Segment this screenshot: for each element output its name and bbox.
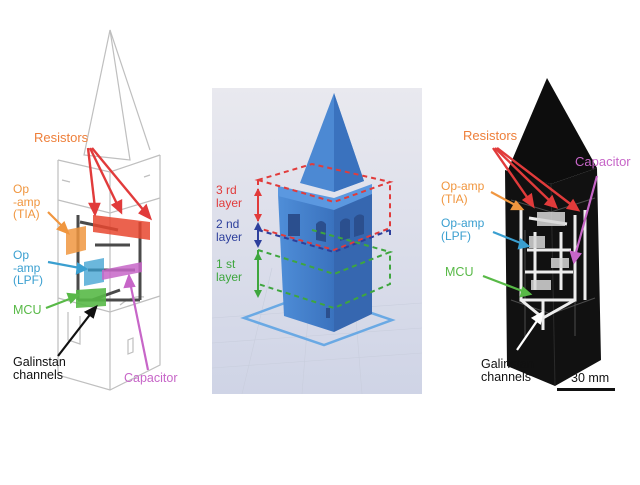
layer3-label: 3 rd layer [216, 183, 243, 210]
ct-scan-drawing [482, 78, 601, 387]
layer1-label: 1 st layer [216, 257, 243, 284]
mcu-label: MCU [13, 303, 42, 317]
scale-label: 30 mm [571, 371, 610, 385]
ct-galinstan-label: Galinstan channels [481, 357, 534, 384]
right-panel-ct-scan: Resistors Capacitor Op-amp (TIA) Op-amp … [425, 0, 640, 480]
ct-capacitor-label: Capacitor [575, 154, 631, 169]
resistors-label: Resistors [34, 130, 89, 145]
galinstan-label: Galinstan channels [13, 355, 66, 382]
scale-bar [557, 388, 615, 391]
tower-schematic-drawing [45, 29, 161, 391]
middle-panel-photo: 3 rd layer 2 nd layer 1 st layer [211, 88, 423, 395]
op-amp-lpf-label: Op -amp (LPF) [13, 248, 43, 287]
ct-op-amp-lpf-label: Op-amp (LPF) [441, 216, 485, 243]
ct-mcu-label: MCU [445, 265, 474, 279]
ct-op-amp-tia-label: Op-amp (TIA) [441, 179, 485, 206]
ct-resistors-label: Resistors [463, 128, 518, 143]
op-amp-tia-label: Op -amp (TIA) [13, 182, 41, 221]
printed-tower-photo [211, 88, 423, 395]
layer2-label: 2 nd layer [216, 217, 243, 244]
capacitor-label: Capacitor [124, 371, 178, 385]
left-panel-schematic: Resistors Op -amp (TIA) Op -amp (LPF) MC… [0, 0, 210, 480]
